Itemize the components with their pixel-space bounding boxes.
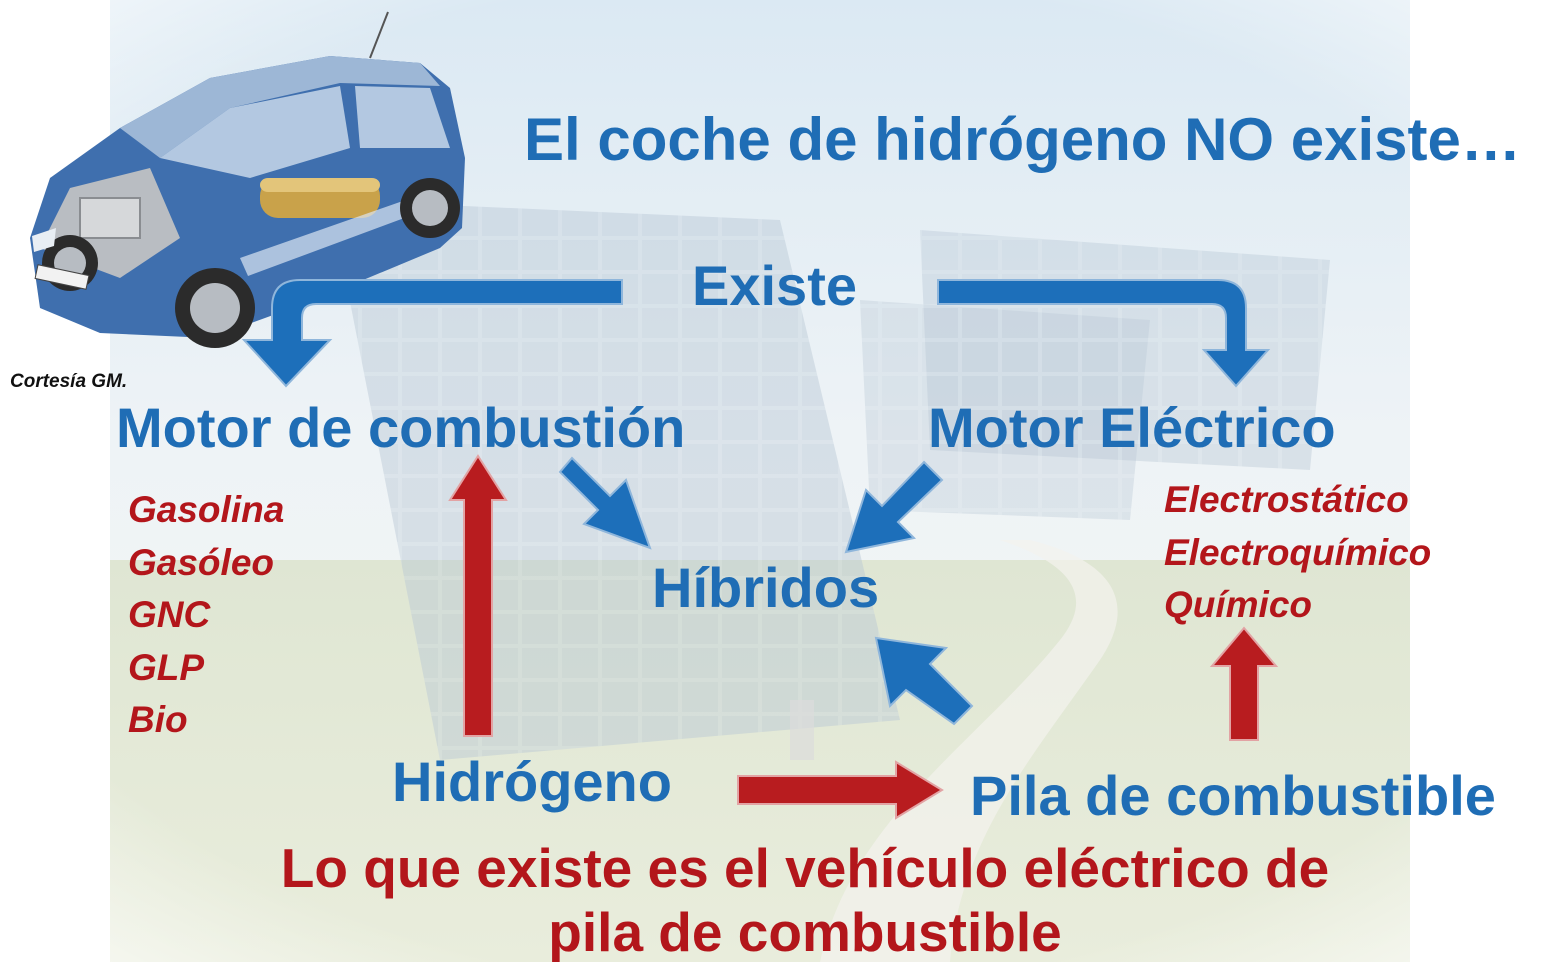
- node-pila-de-combustible: Pila de combustible: [970, 764, 1496, 827]
- arrow-existe-to-motor-combustion: [241, 279, 623, 388]
- arrow-motor-combustion-to-hibridos: [558, 456, 652, 550]
- arrow-hidrogeno-to-motor-combustion: [448, 454, 508, 737]
- conclusion-text: Lo que existe es el vehículo eléctrico d…: [0, 836, 1550, 962]
- arrow-motor-electrico-to-hibridos: [844, 460, 944, 554]
- node-motor-electrico: Motor Eléctrico: [928, 396, 1336, 459]
- conclusion-line-2: pila de combustible: [548, 901, 1062, 962]
- fuel-item: GNC: [128, 594, 211, 635]
- storage-item: Químico: [1164, 584, 1313, 625]
- node-hidrogeno: Hidrógeno: [392, 750, 672, 813]
- conclusion-line-1: Lo que existe es el vehículo eléctrico d…: [280, 837, 1330, 899]
- hydrogen-car-illustration: [30, 11, 465, 348]
- storage-list: Electrostático Electroquímico Químico: [1164, 474, 1431, 632]
- fuel-item: Gasolina: [128, 489, 285, 530]
- fuel-item: Gasóleo: [128, 541, 274, 583]
- fuel-list: Gasolina Gasóleo GNC GLP Bio: [128, 484, 284, 747]
- fuel-item: GLP: [128, 646, 205, 688]
- arrow-hidrogeno-to-pila: [737, 760, 944, 820]
- node-hibridos: Híbridos: [652, 556, 880, 619]
- arrow-pila-to-quimico: [1209, 626, 1279, 741]
- node-motor-combustion: Motor de combustión: [116, 396, 686, 459]
- fuel-item: Bio: [128, 699, 188, 740]
- storage-item: Electrostático: [1164, 479, 1409, 520]
- node-existe: Existe: [692, 254, 857, 317]
- slide-title: El coche de hidrógeno NO existe…: [524, 106, 1521, 173]
- photo-credit: Cortesía GM.: [10, 371, 128, 392]
- storage-item: Electroquímico: [1164, 531, 1432, 573]
- arrow-pila-to-hibridos: [874, 636, 974, 726]
- arrow-existe-to-motor-electrico: [937, 279, 1271, 388]
